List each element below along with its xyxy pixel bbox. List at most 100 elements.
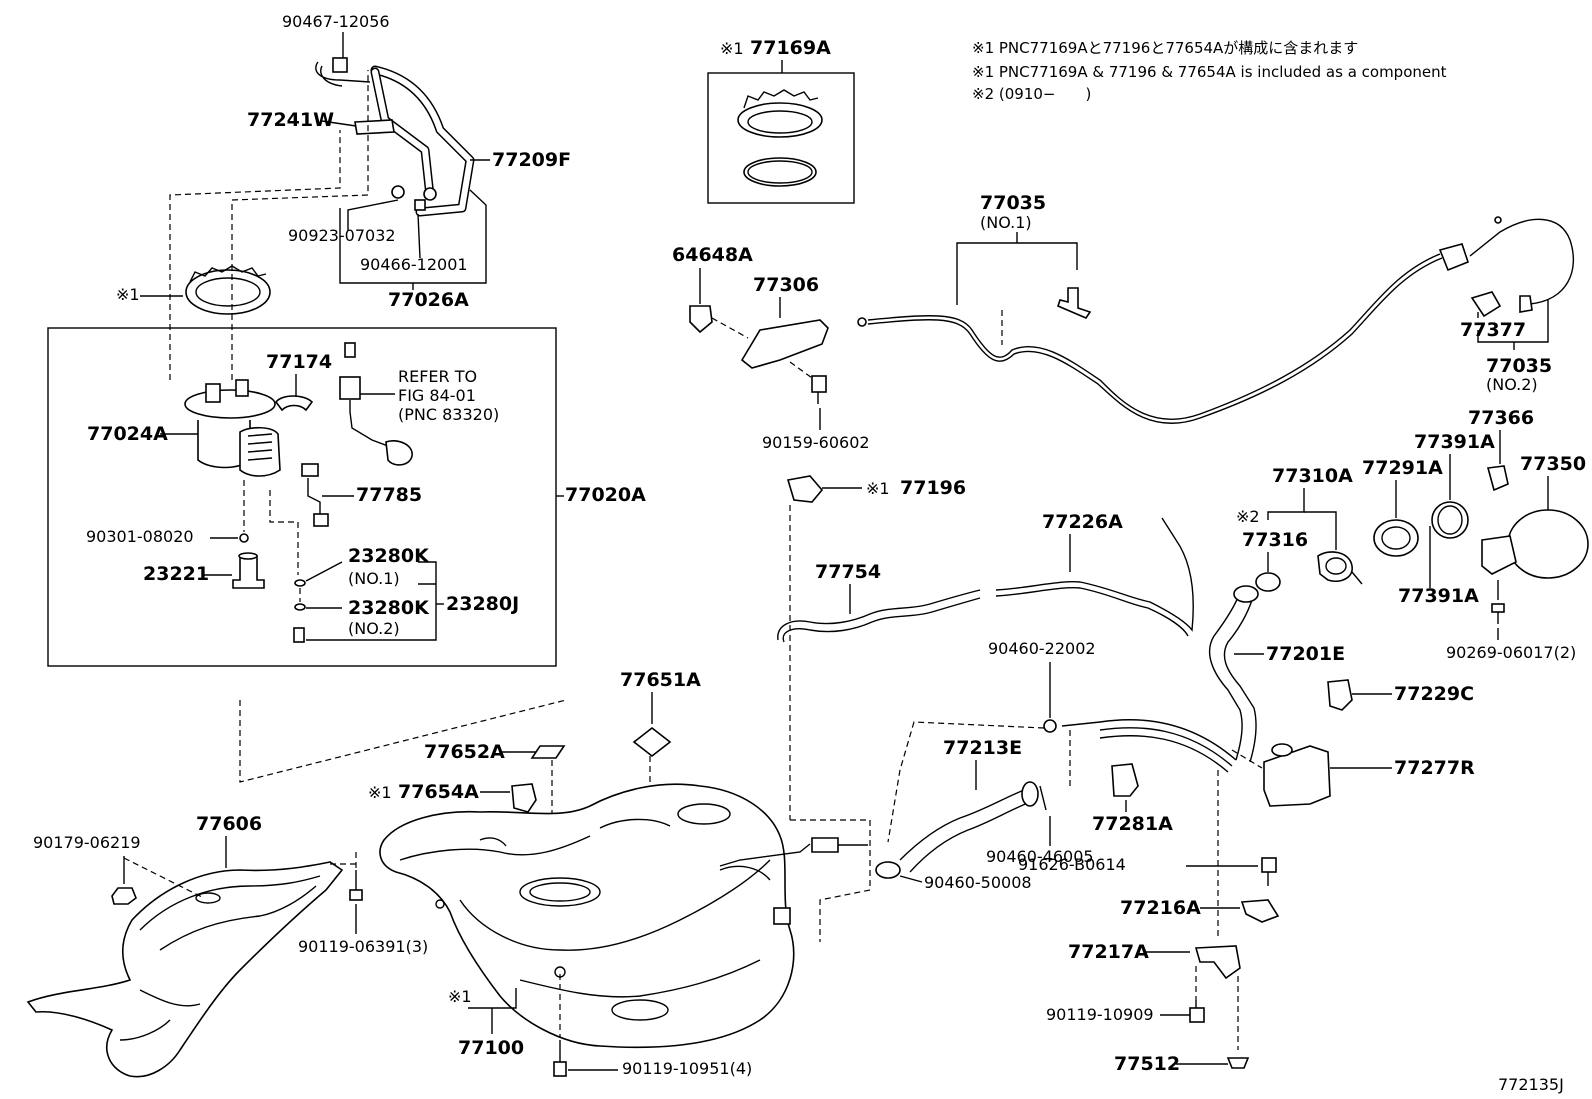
o-ring-23280K-1 — [294, 579, 306, 587]
label-77217A: 77217A — [1068, 941, 1149, 963]
opener-lever-77306 — [740, 319, 829, 369]
label-90460-22002: 90460-22002 — [988, 639, 1096, 658]
ring-77291A — [1373, 519, 1419, 557]
refer-line-3: (PNC 83320) — [398, 405, 499, 424]
screw-90159-60602 — [811, 375, 827, 404]
label-77174: 77174 — [266, 351, 332, 373]
o-ring-90301 — [239, 533, 249, 543]
label-77366: 77366 — [1468, 407, 1534, 429]
label-23280K-2-no: (NO.2) — [348, 619, 400, 638]
nut-90179-06219 — [111, 887, 137, 905]
label-90119-06391: 90119-06391(3) — [298, 937, 428, 956]
label-90119-10909: 90119-10909 — [1046, 1005, 1154, 1024]
mark-1-ring: ※1 — [116, 285, 140, 304]
valve-23280J — [293, 627, 305, 643]
label-77035-2-no: (NO.2) — [1486, 375, 1538, 394]
refer-line-2: FIG 84-01 — [398, 386, 476, 405]
label-77201E: 77201E — [1266, 643, 1345, 665]
spring-77366 — [1486, 465, 1509, 492]
label-77209F: 77209F — [492, 149, 571, 171]
label-23280J: 23280J — [446, 593, 519, 615]
label-77277R: 77277R — [1394, 757, 1475, 779]
label-77391A-top: 77391A — [1414, 431, 1495, 453]
fuel-cap-77310A — [1317, 551, 1363, 585]
label-77654A: 77654A — [398, 781, 479, 803]
fuel-sender-wire — [339, 342, 413, 466]
label-90460-46005: 90460-46005 — [986, 847, 1094, 866]
label-77306: 77306 — [753, 274, 819, 296]
note-line-3: ※2 (0910− ) — [972, 85, 1091, 103]
tank-outlet-pipe — [811, 837, 839, 853]
label-90923-07032: 90923-07032 — [288, 226, 396, 245]
fuel-tank-77100 — [379, 783, 811, 1049]
label-77216A: 77216A — [1120, 897, 1201, 919]
label-77229C: 77229C — [1394, 683, 1474, 705]
refer-line-1: REFER TO — [398, 367, 477, 386]
lock-ring-kit-box — [707, 72, 855, 204]
gasket-77316 — [1255, 572, 1281, 592]
label-77291A: 77291A — [1362, 457, 1443, 479]
mark-1-77169A: ※1 — [720, 39, 744, 58]
label-77316: 77316 — [1242, 529, 1308, 551]
label-77350: 77350 — [1520, 453, 1586, 475]
fuel-pump-group-box — [47, 327, 557, 667]
label-77281A: 77281A — [1092, 813, 1173, 835]
grommet-77512 — [1226, 1057, 1250, 1069]
note-line-2: ※1 PNC77169A & 77196 & 77654A is include… — [972, 63, 1447, 81]
label-77035-1: 77035 — [980, 192, 1046, 214]
clip-77174 — [274, 395, 314, 412]
label-77226A: 77226A — [1042, 511, 1123, 533]
bracket-77217A — [1194, 945, 1241, 980]
fuel-hose-77213E — [875, 781, 1039, 879]
vent-tube-77226A — [995, 517, 1194, 632]
label-90119-10951: 90119-10951(4) — [622, 1059, 752, 1078]
bracket-77216A — [1240, 899, 1280, 923]
label-77026A: 77026A — [388, 289, 469, 311]
label-77512: 77512 — [1114, 1053, 1180, 1075]
figure-id: 772135J — [1498, 1075, 1564, 1094]
clamp-90460-22002 — [1043, 719, 1057, 733]
bolt-90119-10909 — [1189, 1000, 1205, 1023]
label-77754: 77754 — [815, 561, 881, 583]
label-64648A: 64648A — [672, 244, 753, 266]
label-90159-60602: 90159-60602 — [762, 433, 870, 452]
label-77020A: 77020A — [565, 484, 646, 506]
label-77196: 77196 — [900, 477, 966, 499]
mark-1-77196: ※1 — [866, 479, 890, 498]
label-77035-1-no: (NO.1) — [980, 213, 1032, 232]
bracket-64648A — [689, 305, 713, 334]
o-ring-23280K-2 — [294, 603, 306, 611]
label-90460-50008: 90460-50008 — [924, 873, 1032, 892]
fuel-tube-assembly — [315, 57, 475, 217]
bolt-90119-10951 — [553, 1040, 567, 1077]
cable-end-77035-no2 — [1438, 216, 1574, 318]
label-23280K-1-no: (NO.1) — [348, 569, 400, 588]
mark-1-77654A: ※1 — [368, 783, 392, 802]
clip-77229C — [1327, 679, 1353, 711]
label-90179-06219: 90179-06219 — [33, 833, 141, 852]
label-77169A: 77169A — [750, 37, 831, 59]
label-90466-12001: 90466-12001 — [360, 255, 468, 274]
cable-77035-no1 — [867, 253, 1441, 420]
label-77606: 77606 — [196, 813, 262, 835]
pad-77652A — [530, 745, 566, 759]
bolt-91626-B0614 — [1261, 857, 1277, 886]
label-77213E: 77213E — [943, 737, 1022, 759]
filler-pipe-77201E — [1099, 585, 1259, 773]
bolt-90269-06017 — [1491, 603, 1505, 624]
label-23221: 23221 — [143, 563, 209, 585]
wire-harness-77785 — [301, 463, 329, 527]
fuel-filter-23221 — [232, 552, 265, 589]
housing-77277R — [1263, 743, 1331, 807]
mark-1-77100: ※1 — [448, 987, 472, 1006]
label-77024A: 77024A — [87, 423, 168, 445]
label-77785: 77785 — [356, 484, 422, 506]
label-77651A: 77651A — [620, 669, 701, 691]
label-91626-B0614: 91626-B0614 — [1018, 855, 1126, 874]
pad-77651A — [632, 726, 672, 758]
fuel-pump-assembly — [184, 379, 281, 477]
heat-shield-77606 — [26, 861, 344, 1078]
label-90301-08020: 90301-08020 — [86, 527, 194, 546]
fuel-door-77350 — [1481, 509, 1589, 600]
